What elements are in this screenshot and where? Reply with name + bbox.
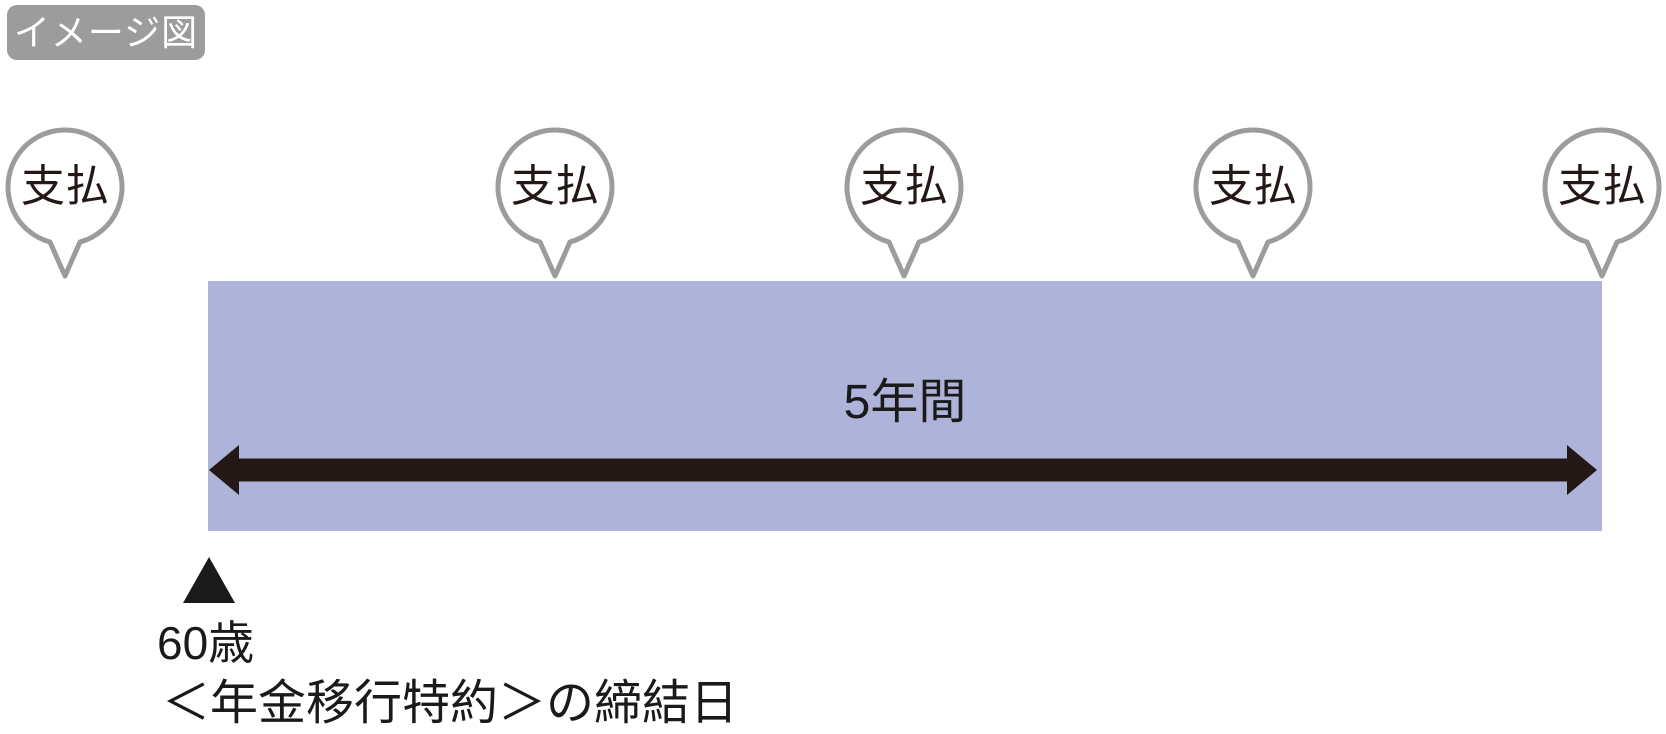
image-caption-label: イメージ図: [13, 12, 199, 53]
payment-bubble-label: 支払: [1209, 162, 1297, 211]
start-age-label: 60歳: [157, 617, 255, 669]
payment-bubble-5: 支払: [0, 125, 130, 281]
double-headed-arrow-icon: [209, 445, 1597, 495]
payment-bubble-label: 支払: [1558, 162, 1646, 211]
speech-bubble-icon: [495, 127, 615, 279]
payment-bubble-3: 支払: [1188, 125, 1318, 281]
payment-bubble-label: 支払: [21, 162, 109, 211]
speech-bubble-icon: [5, 127, 125, 279]
payment-bubble-4: 支払: [1537, 125, 1666, 281]
image-caption-badge: イメージ図: [7, 5, 205, 60]
speech-bubble-icon: [844, 127, 964, 279]
payment-bubble-label: 支払: [511, 162, 599, 211]
speech-bubble-icon: [1193, 127, 1313, 279]
five-year-period-bar: [208, 281, 1602, 531]
payment-bubble-2: 支払: [839, 125, 969, 281]
start-point-triangle-icon: [183, 557, 235, 603]
speech-bubble-icon: [1542, 127, 1662, 279]
payment-bubble-1: 支払: [490, 125, 620, 281]
period-duration-label: 5年間: [843, 376, 967, 429]
start-date-description: ＜年金移行特約＞の締結日: [162, 677, 739, 730]
payment-bubble-label: 支払: [860, 162, 948, 211]
